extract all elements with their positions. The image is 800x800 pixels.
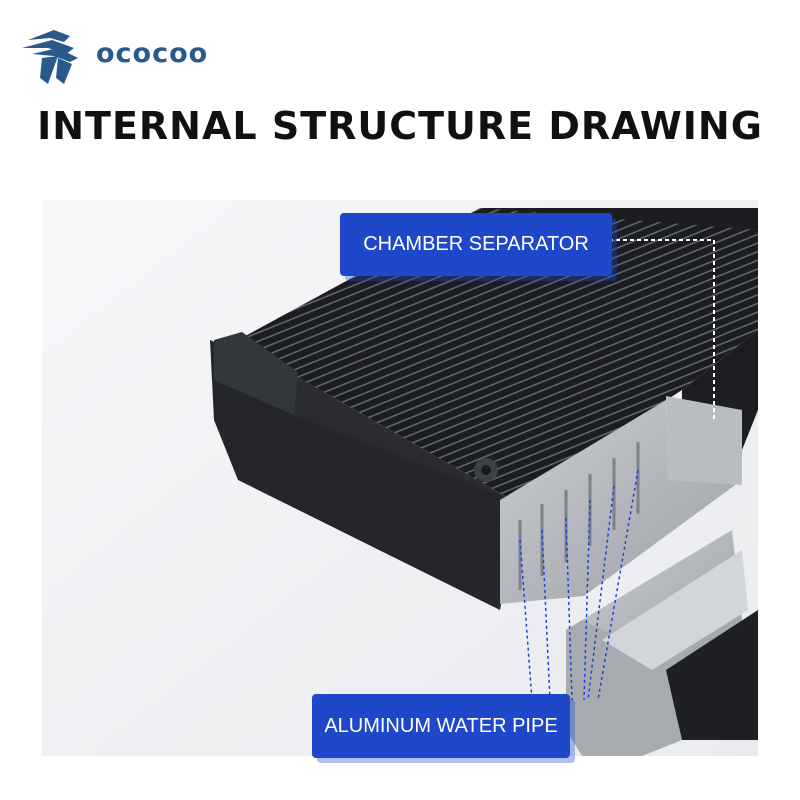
radiator-photo xyxy=(42,200,758,756)
page-title: INTERNAL STRUCTURE DRAWING xyxy=(37,104,763,148)
callout-aluminum-water-pipe: ALUMINUM WATER PIPE xyxy=(312,694,570,758)
brand-name: ococoo xyxy=(96,37,209,69)
brand-logo: ococoo xyxy=(18,18,208,88)
callout-chamber-separator: CHAMBER SEPARATOR xyxy=(340,213,612,276)
horse-logo-icon xyxy=(22,30,78,84)
